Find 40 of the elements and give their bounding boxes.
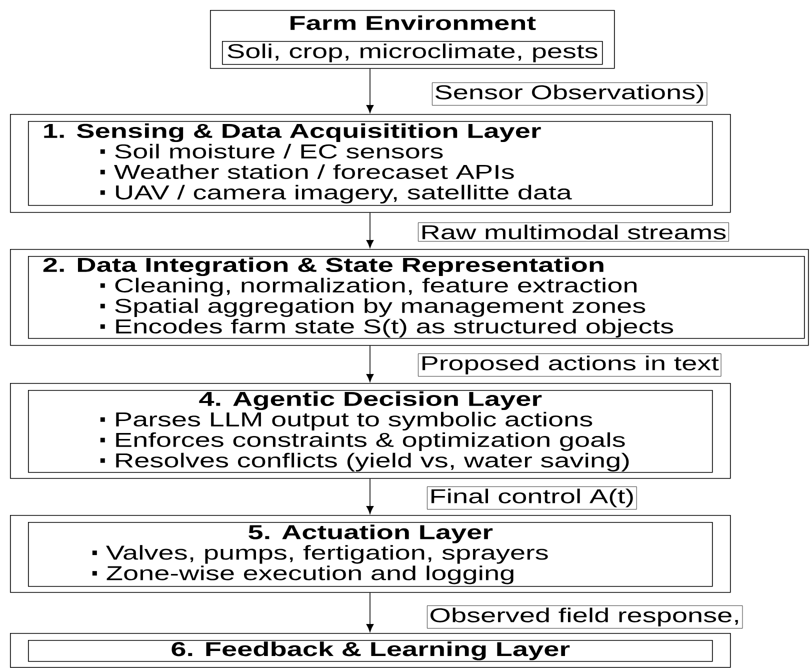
environment-box [210,10,615,69]
layer-box [28,121,713,206]
box-heading: Farm Environment [290,15,536,30]
layer-heading: 6. Feedback & Learning Layer [172,642,570,660]
bullet-item: Weather station / forecaset APIs [100,164,514,179]
bullet-item: Spatial aggregation by management zones [100,298,646,317]
edge-label: Final control A(t) [427,486,637,510]
layer-box [28,390,713,473]
edge-label: Raw multimodal streams [418,222,729,242]
arrow [366,478,374,514]
layer-heading: 5. Actuation Layer [248,524,493,544]
text-box [222,41,603,65]
bullet-item: Valves, pumps, fertigation, sprayers [92,545,548,564]
layer-box [28,256,805,339]
layer-panel [10,114,731,213]
edge-label: Proposed actions in text [418,353,722,377]
layer-box [28,640,713,662]
layer-panel [10,633,731,668]
bullet-item: Cleaning, normalization, feature extraction [100,278,636,296]
arrow [366,68,374,113]
layer-box [28,522,713,587]
layer-heading: 4. Agentic Decision Layer [199,391,542,410]
bullet-item: Encodes farm state S(t) as structured objects [100,318,674,338]
bullet-item: Soil moisture / EC sensors [100,144,443,158]
bullet-item: Zone-wise execution and logging [92,566,514,584]
layer-panel [10,383,731,479]
layer-heading: 1. Sensing & Data Acquisitition Layer [44,123,541,142]
layer-panel [10,515,731,593]
layer-heading: 2. Data Integration & State Representation [43,257,604,276]
bullet-item: UAV / camera imagery, satellitte data [100,184,572,204]
arrow [366,592,374,632]
bullet-item: Parses LLM output to symbolic actions [100,412,592,430]
edge-label: Observed field response, [427,605,743,629]
arrow [366,345,374,382]
layer-panel [10,249,809,346]
bullet-item: Enforces constraints & optimization goals [100,432,625,451]
arrow [366,212,374,248]
box-text: Soli, crop, microclimate, pests [228,44,598,62]
edge-label: Sensor Observations) [432,82,708,106]
bullet-item: Resolves conflicts (yield vs, water saving) [100,452,629,472]
